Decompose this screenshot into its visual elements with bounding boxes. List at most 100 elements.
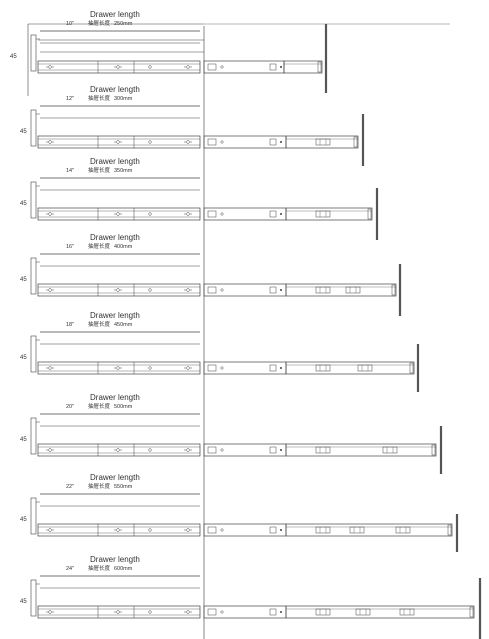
rail-slot xyxy=(207,210,217,218)
side-dimension: 45 xyxy=(20,277,27,283)
side-dimension: 45 xyxy=(20,201,27,207)
intermediate-rail xyxy=(203,443,287,457)
clip-slot xyxy=(399,608,415,616)
mounting-plate xyxy=(30,109,37,147)
mounting-plate xyxy=(30,579,37,617)
clip-slot xyxy=(349,526,365,534)
rail-slot xyxy=(207,286,217,294)
rail-hole xyxy=(148,448,152,452)
inch-size: 16" xyxy=(66,244,74,250)
rail-hole xyxy=(220,65,224,69)
side-dimension: 45 xyxy=(20,599,27,605)
rail-hole xyxy=(220,140,224,144)
drawer-length-label-cn: 抽屉长度 xyxy=(88,564,111,572)
screw-hole xyxy=(48,366,52,370)
intermediate-rail xyxy=(203,361,287,375)
inch-size: 12" xyxy=(66,96,74,102)
clip-slot xyxy=(395,526,411,534)
end-stop xyxy=(447,524,452,536)
mounting-plate xyxy=(30,497,37,535)
drawer-length-title: Drawer length xyxy=(90,393,140,402)
intermediate-rail xyxy=(203,283,287,297)
clip-slot xyxy=(315,138,331,146)
screw-hole xyxy=(48,288,52,292)
rail-slot xyxy=(269,210,277,218)
rail-slot xyxy=(207,138,217,146)
length-mm: 550mm xyxy=(114,484,133,490)
rail-slot xyxy=(269,138,277,146)
rivet xyxy=(280,141,282,143)
cabinet-rail xyxy=(37,361,201,375)
clip-slot xyxy=(315,364,331,372)
drawer-member xyxy=(285,361,415,375)
length-mm: 350mm xyxy=(114,168,133,174)
inch-size: 18" xyxy=(66,322,74,328)
drawer-length-title: Drawer length xyxy=(90,85,140,94)
side-dimension: 45 xyxy=(20,129,27,135)
cabinet-rail xyxy=(37,283,201,297)
cabinet-rail xyxy=(37,60,201,74)
intermediate-rail xyxy=(203,605,287,619)
length-mm: 600mm xyxy=(114,566,133,572)
end-stop xyxy=(353,136,358,148)
drawer-length-title: Drawer length xyxy=(90,555,140,564)
length-mm: 450mm xyxy=(114,322,133,328)
screw-hole xyxy=(116,140,120,144)
mounting-plate xyxy=(30,257,37,295)
drawer-member xyxy=(285,443,437,457)
intermediate-rail xyxy=(203,207,287,221)
screw-hole xyxy=(116,212,120,216)
rivet xyxy=(280,66,282,68)
screw-hole xyxy=(116,448,120,452)
drawer-length-title: Drawer length xyxy=(90,311,140,320)
screw-hole xyxy=(186,448,190,452)
drawer-member xyxy=(285,605,475,619)
clip-slot xyxy=(345,286,361,294)
rail-hole xyxy=(220,212,224,216)
end-stop xyxy=(391,284,396,296)
rail-slot xyxy=(269,63,277,71)
end-stop xyxy=(469,606,474,618)
screw-hole xyxy=(48,65,52,69)
screw-hole xyxy=(48,528,52,532)
screw-hole xyxy=(48,610,52,614)
rail-hole xyxy=(148,65,152,69)
drawer-length-label-cn: 抽屉长度 xyxy=(88,402,111,410)
end-stop xyxy=(367,208,372,220)
screw-hole xyxy=(116,528,120,532)
cabinet-rail xyxy=(37,523,201,537)
clip-slot xyxy=(355,608,371,616)
top-enclosure xyxy=(27,23,204,96)
drawer-length-title: Drawer length xyxy=(90,233,140,242)
intermediate-rail xyxy=(203,523,287,537)
screw-hole xyxy=(186,366,190,370)
screw-hole xyxy=(48,212,52,216)
inch-size: 22" xyxy=(66,484,74,490)
end-stop xyxy=(431,444,436,456)
mounting-plate xyxy=(30,417,37,455)
drawer-length-label-cn: 抽屉长度 xyxy=(88,482,111,490)
screw-hole xyxy=(116,288,120,292)
intermediate-rail xyxy=(203,135,287,149)
clip-slot xyxy=(315,210,331,218)
rail-hole xyxy=(148,140,152,144)
rivet xyxy=(280,529,282,531)
mounting-plate xyxy=(30,34,37,72)
screw-hole xyxy=(48,140,52,144)
rail-slot xyxy=(207,608,217,616)
rail-hole xyxy=(148,528,152,532)
side-dimension: 45 xyxy=(10,54,17,60)
length-mm: 500mm xyxy=(114,404,133,410)
rail-hole xyxy=(220,610,224,614)
drawer-length-title: Drawer length xyxy=(90,473,140,482)
mounting-plate xyxy=(30,335,37,373)
rail-slot xyxy=(269,364,277,372)
rivet xyxy=(280,449,282,451)
rivet xyxy=(280,611,282,613)
